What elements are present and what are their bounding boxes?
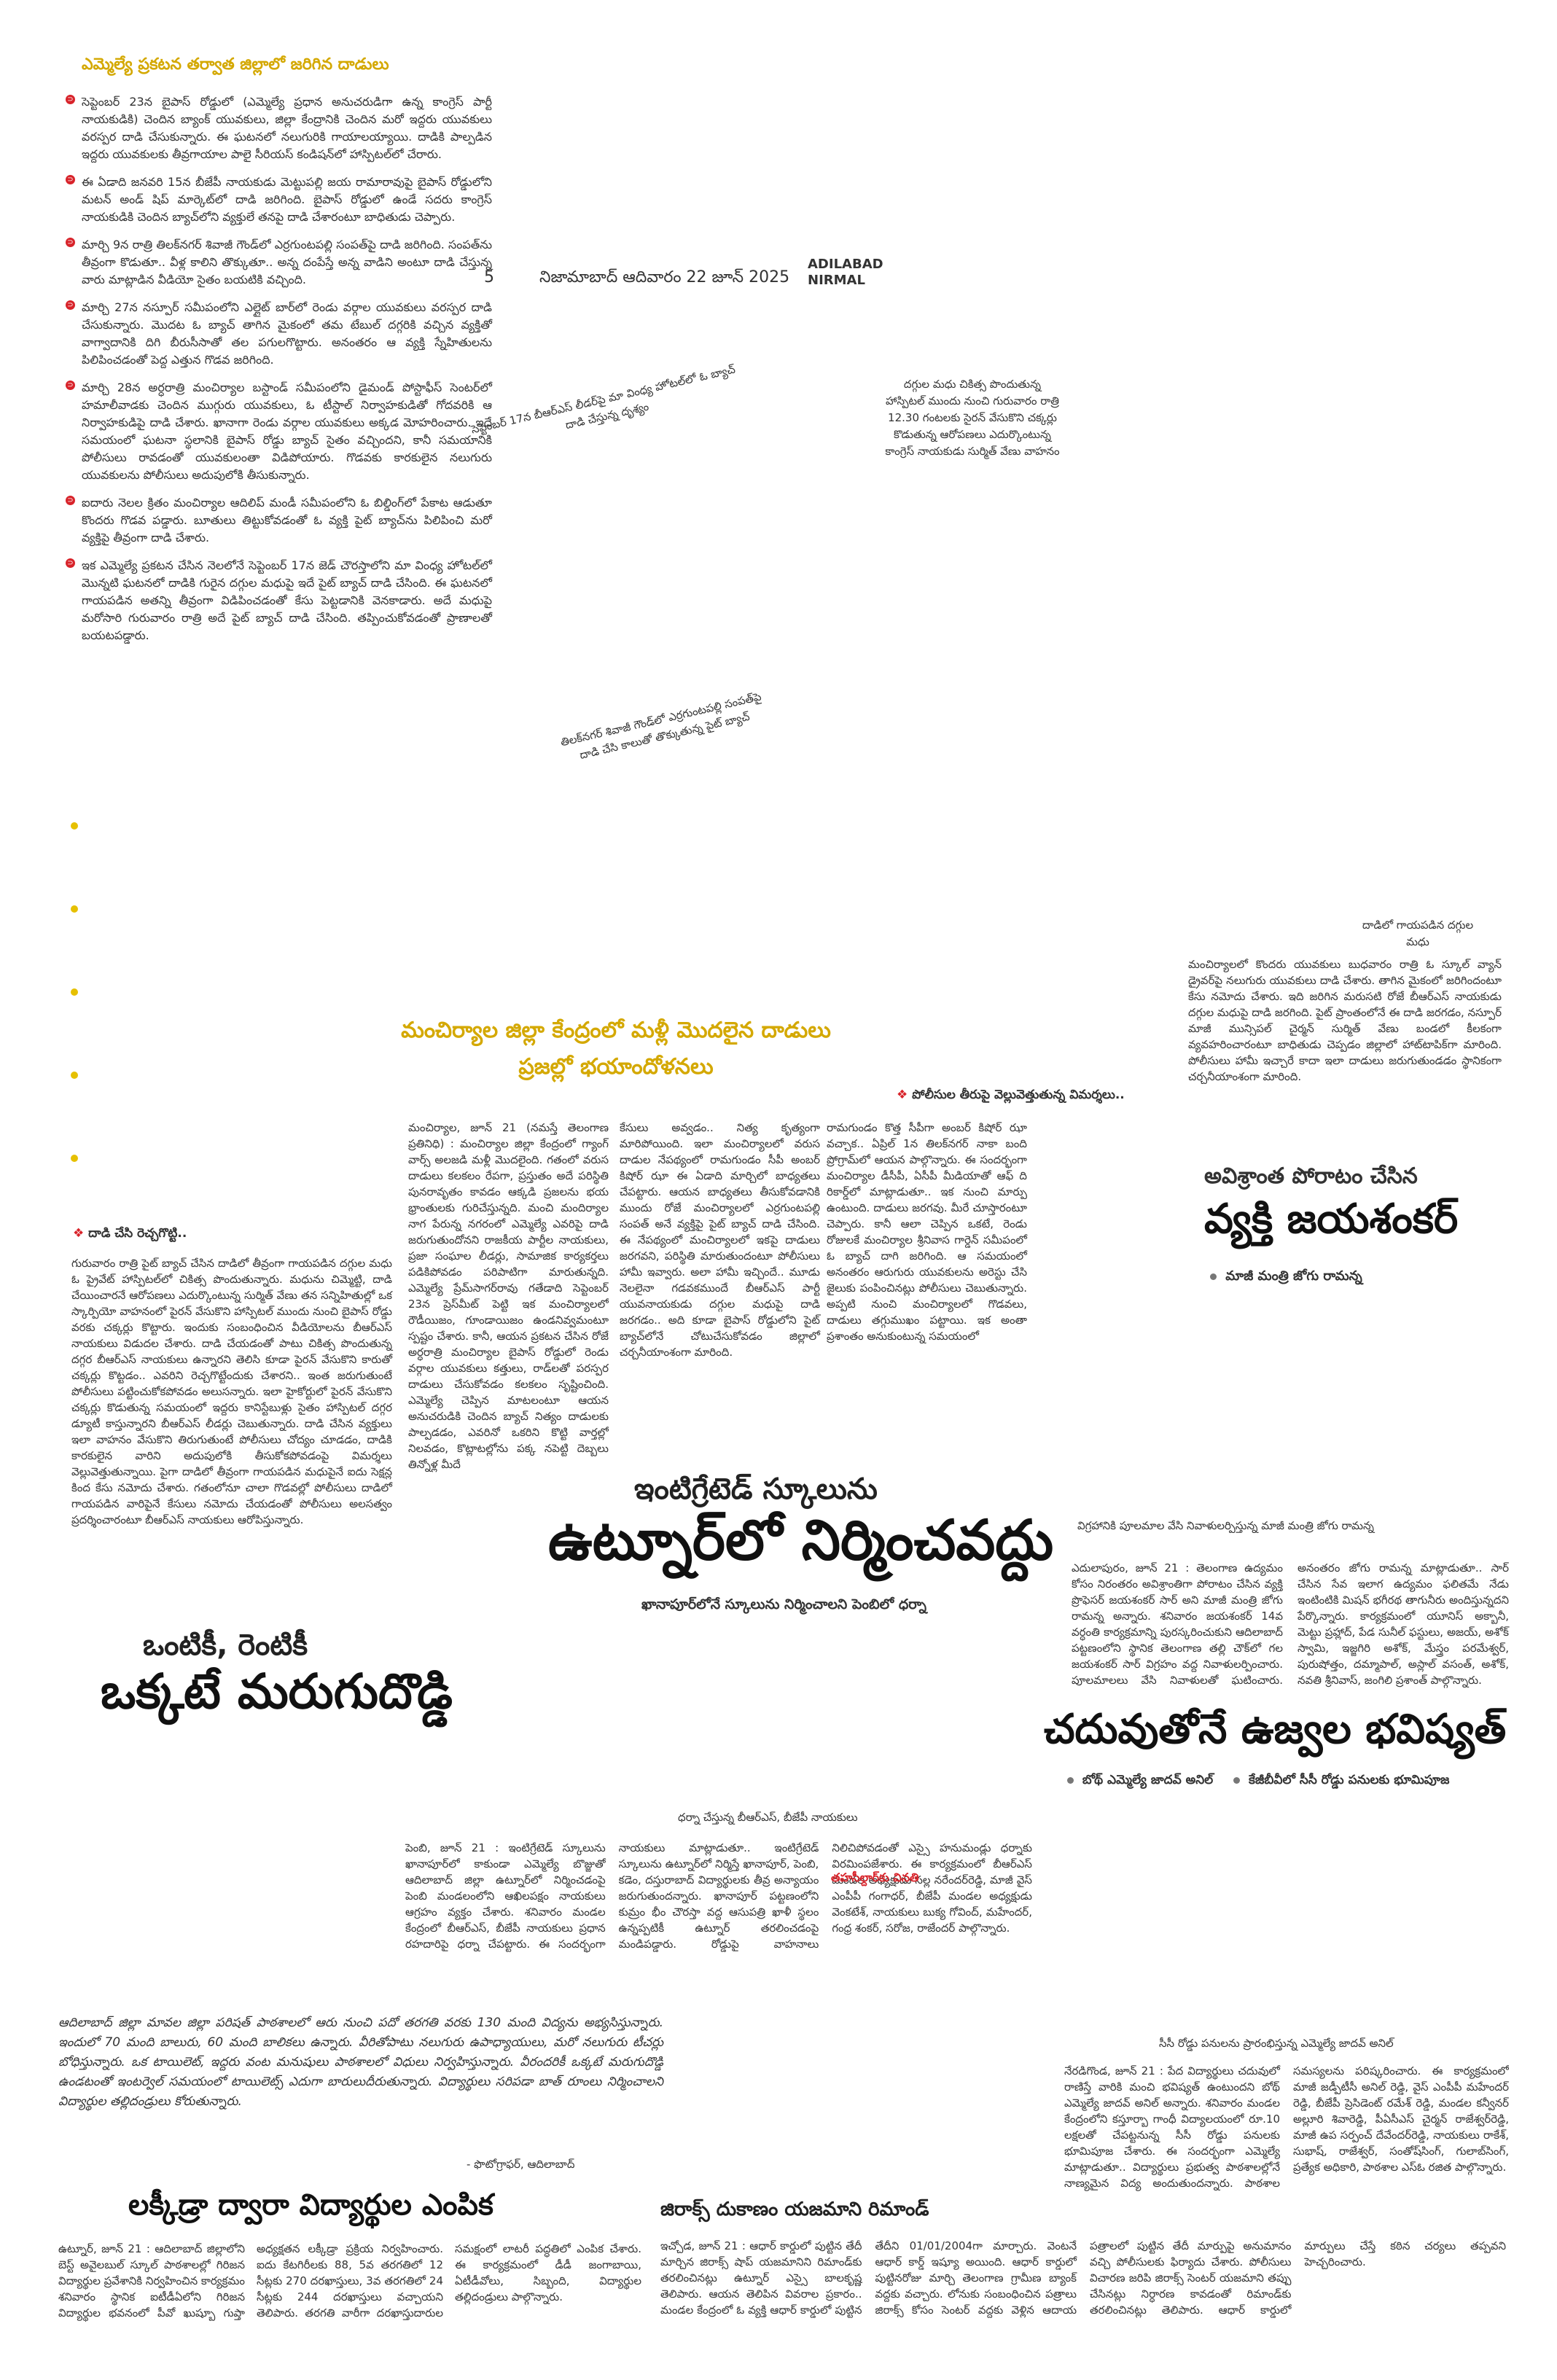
subhead-provoked-text: దాడి చేసి రెచ్చగొట్టి.. xyxy=(88,1226,187,1241)
schools-story: పెంబి, జూన్ 21 : ఇంటిగ్రేటెడ్ స్కూలును ఖ… xyxy=(405,1841,1032,1951)
attack-item: ⊃ ఈ ఏడాది జనవరి 15న బీజేపీ నాయకుడు మెట్టు… xyxy=(66,173,492,226)
red-bullet-icon: ⊃ xyxy=(66,558,75,568)
photo-caption-hotel: సెప్టెంబర్ 17న బీఆర్ఎస్ లీడర్‌పై మా వింధ… xyxy=(469,362,737,437)
decorative-dot xyxy=(71,905,78,913)
lucky-headline: లక్కీడ్రా ద్వారా విద్యార్థుల ఎంపిక xyxy=(128,2188,493,2222)
ontiki-body: ఆదిలాబాద్ జిల్లా మావల జిల్లా పరిషత్ పాఠశ… xyxy=(58,2016,663,2109)
ujwala-photo-caption: సీసీ రోడ్డు పనులను ప్రారంభిస్తున్న ఎమ్మె… xyxy=(1159,2037,1394,2050)
subhead-police-text: పోలీసుల తీరుపై వెల్లువెత్తుతున్న విమర్శల… xyxy=(912,1088,1125,1102)
jayashankar-byline-text: మాజీ మంత్రి జోగు రామన్న xyxy=(1225,1268,1362,1284)
attack-item: ⊃ సెప్టెంబర్ 23న బైపాస్ రోడ్డులో (ఎమ్మెల్… xyxy=(66,93,492,163)
attacks-list-box: ఎమ్మెల్యే ప్రకటన తర్వాత జిల్లాలో జరిగిన … xyxy=(66,55,492,655)
schools-kicker: ఇంటిగ్రేటెడ్ స్కూలును xyxy=(634,1472,878,1506)
attack-item-text: మార్చి 9న రాత్రి తిలక్‌నగర్ శివాజీ గౌండ్… xyxy=(82,238,492,286)
red-bullet-icon: ⊃ xyxy=(66,300,75,310)
attack-item: ⊃ ఇక ఎమ్మెల్యే ప్రకటన చేసిన నెలలోనే సెప్ట… xyxy=(66,557,492,644)
jayashankar-photo-caption: విగ్రహానికి పూలమాల వేసి నివాళులర్పిస్తున… xyxy=(1077,1519,1374,1532)
schools-photo-caption: ధర్నా చేస్తున్న బీఆర్ఎస్, బీజేపీ నాయకులు xyxy=(678,1811,858,1824)
jayashankar-story: ఎదులాపురం, జూన్ 21 : తెలంగాణ ఉద్యమం కోసం… xyxy=(1072,1561,1509,1687)
main-headline-2: ప్రజల్లో భయాందోళనలు xyxy=(518,1054,714,1080)
masthead-date: నిజామాబాద్ ఆదివారం 22 జూన్ 2025 xyxy=(539,268,790,286)
ontiki-credit: - ఫొటోగ్రాఫర్, ఆదిలాబాద్ xyxy=(467,2158,575,2171)
photo-caption-injured: దాడిలో గాయపడిన దగ్గుల మధు xyxy=(1362,918,1474,948)
xerox-headline: జిరాక్స్ దుకాణం యజమాని రిమాండ్ xyxy=(660,2198,929,2220)
subhead-provoked: ❖ దాడి చేసి రెచ్చగొట్టి.. xyxy=(73,1226,187,1244)
decorative-dot xyxy=(71,1155,78,1162)
attack-item: ⊃ మార్చి 9న రాత్రి తిలక్‌నగర్ శివాజీ గౌండ… xyxy=(66,236,492,289)
red-bullet-icon: ⊃ xyxy=(66,175,75,184)
jayashankar-byline: మాజీ మంత్రి జోగు రామన్న xyxy=(1210,1268,1362,1287)
page-number: 5 xyxy=(484,268,494,286)
bullet-dot-icon xyxy=(1233,1776,1241,1784)
attack-item-text: ఐదారు నెలల క్రితం మంచిర్యాల ఆదిలిప్ మండీ… xyxy=(82,496,492,545)
ujwala-bylines: బోథ్ ఎమ్మెల్యే జాదవ్ అనిల్ కేజీబీవీలో సీ… xyxy=(1067,1773,1449,1790)
story-column-3: రామగుండం కొత్త సీపీగా అంబర్ కిషోర్ ఝా వచ… xyxy=(827,1121,1027,1343)
decorative-dot xyxy=(71,988,78,996)
attack-item-text: మార్చి 28న అర్ధరాత్రి మంచిర్యాల బస్టాండ్… xyxy=(82,381,492,482)
attack-item-text: సెప్టెంబర్ 23న బైపాస్ రోడ్డులో (ఎమ్మెల్య… xyxy=(82,95,492,161)
attack-item-text: ఈ ఏడాది జనవరి 15న బీజేపీ నాయకుడు మెట్టుప… xyxy=(82,175,492,224)
red-bullet-icon: ⊃ xyxy=(66,381,75,390)
lucky-story: ఉట్నూర్, జూన్ 21 : ఆదిలాబాద్ జిల్లాలోని … xyxy=(58,2242,641,2319)
decorative-dot xyxy=(71,822,78,830)
photo-caption-tilak: తిలక్‌నగర్ శివాజీ గౌండ్‌లో ఎర్రగుంటపల్లి… xyxy=(559,690,763,762)
attack-item: ⊃ ఐదారు నెలల క్రితం మంచిర్యాల ఆదిలిప్ మండ… xyxy=(66,494,492,547)
story-column-1: మంచిర్యాల, జూన్ 21 (నమస్తే తెలంగాణ ప్రతి… xyxy=(408,1121,609,1471)
attack-item-text: ఇక ఎమ్మెల్యే ప్రకటన చేసిన నెలలోనే సెప్టె… xyxy=(82,558,492,642)
subhead-police: ❖ పోలీసుల తీరుపై వెల్లువెత్తుతున్న విమర్… xyxy=(897,1088,1125,1105)
decorative-dot xyxy=(71,1072,78,1079)
bullet-dot-icon xyxy=(1067,1776,1074,1784)
photo-caption-hospital: దగ్గుల మధు చికిత్స పొందుతున్న హాస్పిటల్ … xyxy=(885,378,1060,458)
story-column-0: గురువారం రాత్రి పైట్ బ్యాచ్ చేసిన దాడిలో… xyxy=(71,1257,392,1526)
ujwala-story: నేరడిగొండ, జూన్ 21 : పేద విద్యార్థులు చద… xyxy=(1064,2064,1509,2190)
edition-name: ADILABAD NIRMAL xyxy=(808,257,883,289)
jayashankar-headline: వ్యక్తి జయశంకర్ xyxy=(1204,1195,1459,1243)
attacks-list-heading: ఎమ్మెల్యే ప్రకటన తర్వాత జిల్లాలో జరిగిన … xyxy=(82,55,389,74)
attack-item: ⊃ మార్చి 28న అర్ధరాత్రి మంచిర్యాల బస్టాండ… xyxy=(66,379,492,484)
jayashankar-kicker: అవిశ్రాంత పోరాటం చేసిన xyxy=(1204,1163,1418,1189)
ujwala-byline-2: కేజీబీవీలో సీసీ రోడ్డు పనులకు భూమిపూజ xyxy=(1248,1773,1450,1787)
star-bullet-icon: ❖ xyxy=(73,1226,85,1241)
red-bullet-icon: ⊃ xyxy=(66,95,75,104)
jayashankar-lead: మంచిర్యాలలో కొందరు యువకులు బుధవారం రాత్ర… xyxy=(1188,958,1502,1083)
ujwala-byline-1: బోథ్ ఎమ్మెల్యే జాదవ్ అనిల్ xyxy=(1082,1773,1214,1787)
schools-deck: ఖానాపూర్‌లోనే స్కూలును నిర్మించాలని పెంబ… xyxy=(641,1596,926,1612)
red-bullet-icon: ⊃ xyxy=(66,496,75,505)
xerox-story: ఇచ్చోడ, జూన్ 21 : ఆధార్ కార్డులో పుట్టిన… xyxy=(660,2239,1506,2317)
main-headline-1: మంచిర్యాల జిల్లా కేంద్రంలో మళ్లీ మొదలైన … xyxy=(401,1018,831,1043)
red-bullet-icon: ⊃ xyxy=(66,238,75,247)
schools-headline: ఉట్నూర్‌లో నిర్మించవద్దు xyxy=(548,1507,1054,1572)
edition-nirmal: NIRMAL xyxy=(808,273,865,288)
ontiki-line-2: ఒక్కటే మరుగుదొడ్డి xyxy=(101,1663,453,1720)
star-bullet-icon: ❖ xyxy=(897,1088,908,1102)
attack-item: ⊃ మార్చి 27న నస్పూర్ సమీపంలోని ఎల్లైట్ బా… xyxy=(66,299,492,369)
attacks-list: ⊃ సెప్టెంబర్ 23న బైపాస్ రోడ్డులో (ఎమ్మెల్… xyxy=(66,93,492,644)
attack-item-text: మార్చి 27న నస్పూర్ సమీపంలోని ఎల్లైట్ బార… xyxy=(82,300,492,367)
story-column-2: కేసులు అవ్వడం.. నిత్య కృత్యంగా మారిపోయిం… xyxy=(620,1121,820,1359)
schools-byline-2: తహసీల్దార్‌కు వినతి xyxy=(831,1870,919,1884)
ujwala-headline: చదువుతోనే ఉజ్వల భవిష్యత్ xyxy=(1044,1706,1507,1753)
bullet-dot-icon xyxy=(1210,1273,1217,1280)
ontiki-line-1: ఒంటికీ, రెంటికీ xyxy=(143,1628,308,1662)
edition-adilabad: ADILABAD xyxy=(808,257,883,272)
